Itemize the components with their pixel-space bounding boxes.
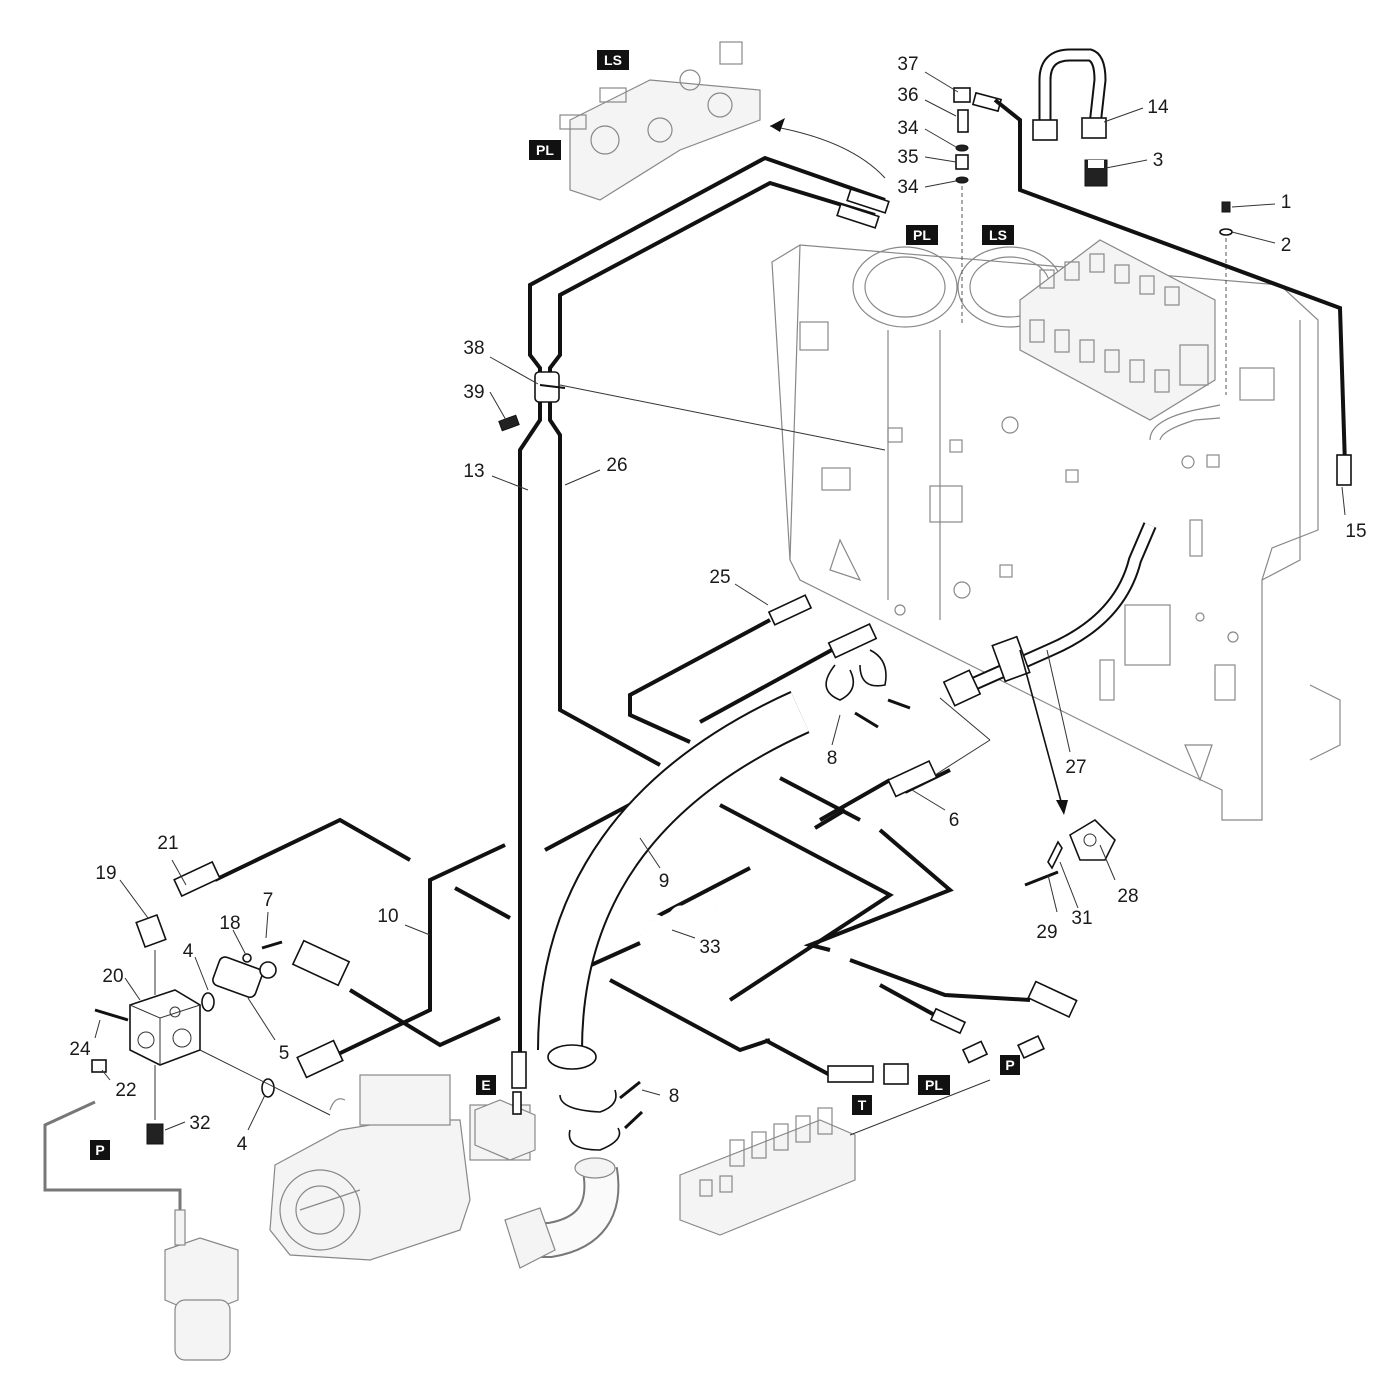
hose-end-fittings — [135, 188, 1352, 1089]
fitting-stack-34-37 — [953, 87, 1003, 325]
port-tags: LS PL PL LS E P PL T — [90, 50, 1020, 1160]
callout-20: 20 — [102, 966, 123, 987]
callout-8: 8 — [669, 1086, 680, 1107]
bracket-28 — [1019, 649, 1116, 887]
port-tag-p: P — [90, 1140, 110, 1160]
callout-6: 6 — [949, 810, 960, 831]
callout-25: 25 — [709, 567, 730, 588]
callout-39: 39 — [463, 382, 484, 403]
bolt-1-washer-2 — [1219, 201, 1233, 395]
callout-4: 4 — [183, 941, 194, 962]
svg-text:PL: PL — [925, 1077, 943, 1093]
svg-text:LS: LS — [989, 227, 1007, 243]
pipe-27 — [942, 522, 1157, 707]
clamp-8-bottom — [559, 1080, 644, 1151]
callout-31: 31 — [1071, 908, 1092, 929]
svg-text:PL: PL — [913, 227, 931, 243]
svg-text:T: T — [858, 1097, 867, 1113]
port-tag-p: P — [1000, 1055, 1020, 1075]
callout-32: 32 — [189, 1113, 210, 1134]
svg-text:LS: LS — [604, 52, 622, 68]
callout-7: 7 — [263, 890, 274, 911]
port-tag-pl: PL — [918, 1075, 950, 1095]
callout-15: 15 — [1345, 521, 1366, 542]
callout-37: 37 — [897, 54, 918, 75]
port-tag-pl: PL — [529, 140, 561, 160]
clamp-38 — [498, 371, 886, 451]
callout-13: 13 — [463, 461, 484, 482]
callout-38: 38 — [463, 338, 484, 359]
callout-36: 36 — [897, 85, 918, 106]
suction-elbow — [504, 1157, 620, 1269]
callout-4: 4 — [237, 1134, 248, 1155]
top-priority-valve — [559, 41, 886, 201]
callout-19: 19 — [95, 863, 116, 884]
svg-text:P: P — [1005, 1057, 1014, 1073]
line-p-left — [43, 1100, 182, 1210]
callout-29: 29 — [1036, 922, 1057, 943]
callout-1: 1 — [1281, 192, 1292, 213]
hydraulic-pump — [269, 1074, 531, 1261]
hose-lines — [214, 98, 1347, 1077]
port-tag-t: T — [852, 1095, 872, 1115]
callout-2: 2 — [1281, 235, 1292, 256]
callout-24: 24 — [69, 1039, 91, 1060]
callout-27: 27 — [1065, 757, 1086, 778]
callout-8: 8 — [827, 748, 838, 769]
callout-5: 5 — [279, 1043, 290, 1064]
pipe-14 — [1032, 48, 1108, 187]
manifold-e — [474, 1091, 536, 1161]
spiral-guard-33 — [637, 899, 718, 937]
pressure-filter — [164, 1209, 239, 1361]
main-control-valve — [1019, 239, 1275, 441]
port-tag-e: E — [476, 1075, 496, 1095]
clamp-8-top — [825, 649, 911, 729]
callout-10: 10 — [377, 906, 398, 927]
callout-3: 3 — [1153, 150, 1164, 171]
callout-28: 28 — [1117, 886, 1138, 907]
callouts: 37 36 34 35 34 14 3 1 2 38 39 13 26 15 2… — [69, 54, 1366, 1155]
callout-26: 26 — [606, 455, 627, 476]
port-tag-pl: PL — [906, 225, 938, 245]
callout-14: 14 — [1147, 97, 1169, 118]
leader-lines — [94, 71, 1346, 1131]
bottom-control-valve — [679, 1079, 991, 1236]
callout-21: 21 — [157, 833, 178, 854]
callout-34: 34 — [897, 118, 919, 139]
port-tag-ls: LS — [597, 50, 629, 70]
svg-text:E: E — [481, 1077, 490, 1093]
callout-34: 34 — [897, 177, 919, 198]
callout-9: 9 — [659, 871, 670, 892]
callout-35: 35 — [897, 147, 918, 168]
svg-text:P: P — [95, 1142, 104, 1158]
callout-18: 18 — [219, 913, 240, 934]
hose-9 — [537, 691, 810, 1070]
svg-text:PL: PL — [536, 142, 554, 158]
block-20 — [91, 940, 331, 1145]
callout-22: 22 — [115, 1080, 136, 1101]
port-tag-ls: LS — [982, 225, 1014, 245]
callout-33: 33 — [699, 937, 720, 958]
